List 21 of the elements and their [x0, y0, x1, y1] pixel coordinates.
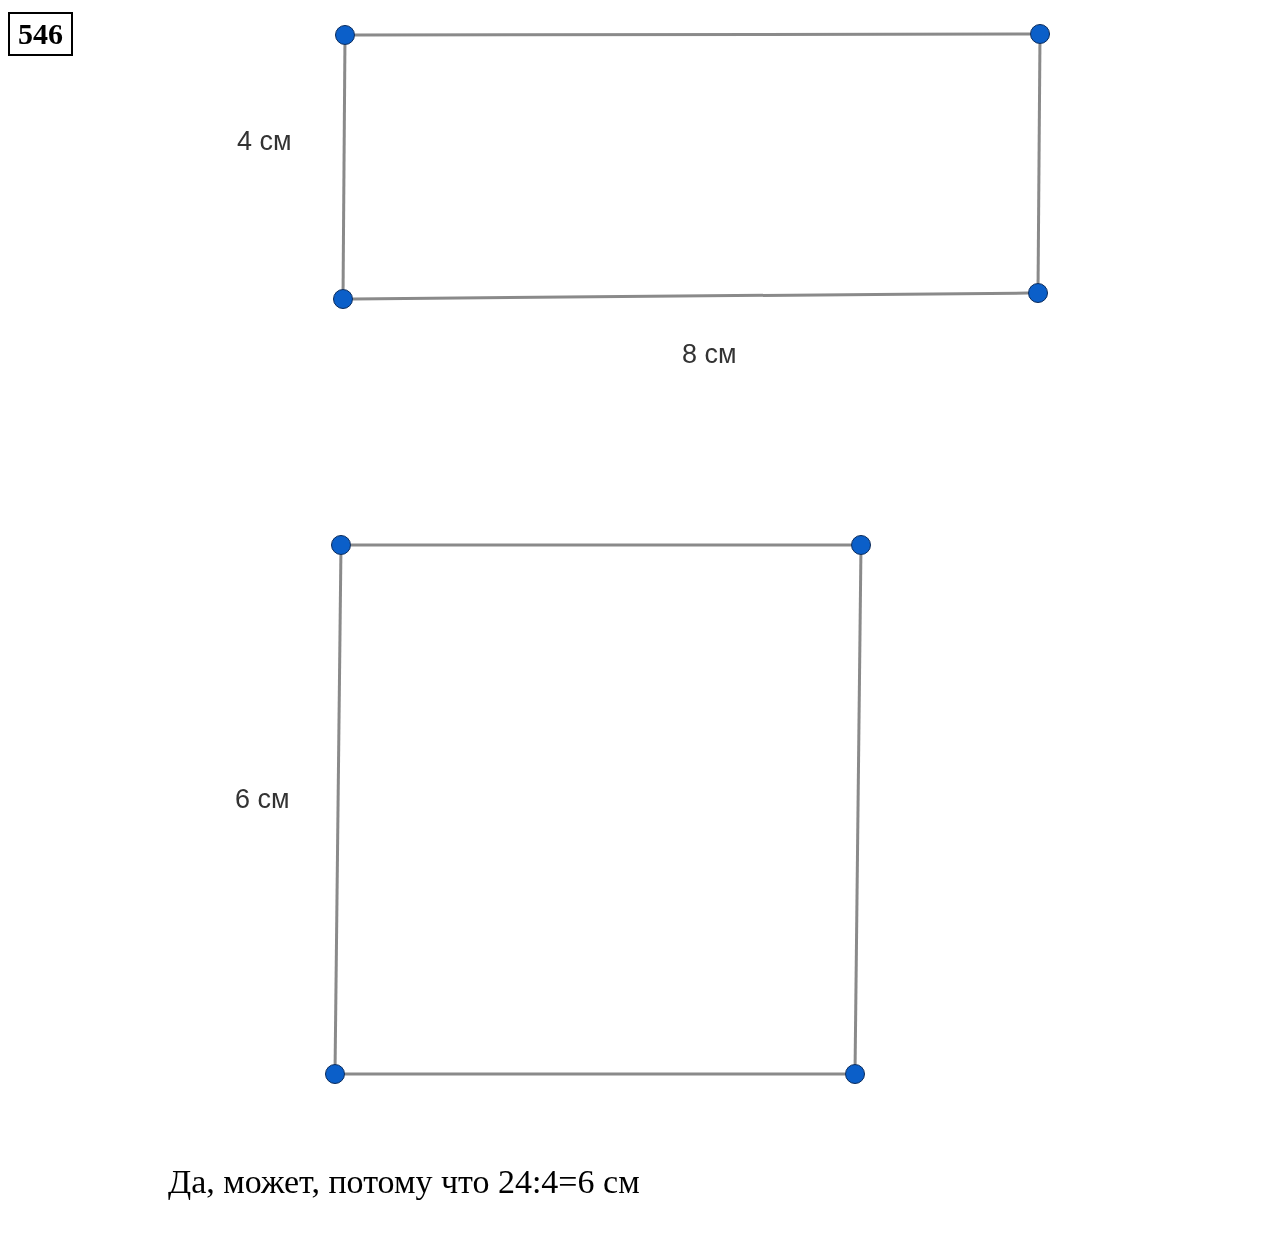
- side-length-label: 4 см: [237, 128, 292, 155]
- side-line: [853, 555, 863, 1064]
- side-line: [333, 555, 343, 1064]
- side-line: [1036, 44, 1042, 283]
- side-line: [353, 291, 1028, 301]
- side-line: [355, 32, 1030, 37]
- side-line: [351, 543, 851, 547]
- problem-number: 546: [8, 12, 73, 56]
- vertex-dot: [1028, 283, 1048, 303]
- vertex-dot: [845, 1064, 865, 1084]
- vertex-dot: [1030, 24, 1050, 44]
- vertex-dot: [331, 535, 351, 555]
- vertex-dot: [325, 1064, 345, 1084]
- vertex-dot: [335, 25, 355, 45]
- side-line: [341, 45, 347, 289]
- answer-text: Да, может, потому что 24:4=6 см: [168, 1162, 640, 1202]
- side-line: [345, 1072, 845, 1076]
- vertex-dot: [851, 535, 871, 555]
- side-length-label: 8 см: [682, 341, 737, 368]
- side-length-label: 6 см: [235, 786, 290, 813]
- vertex-dot: [333, 289, 353, 309]
